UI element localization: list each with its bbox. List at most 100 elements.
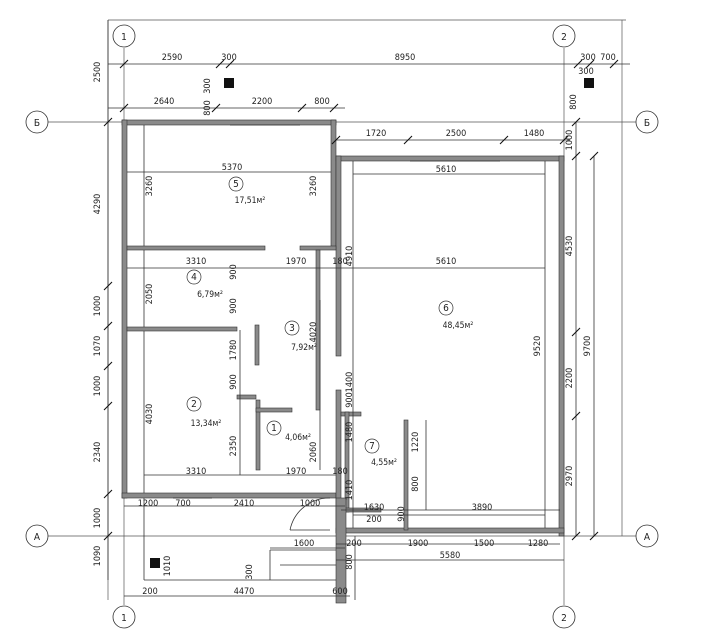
dim-label: 2200 [565,368,575,389]
dim-label: 900 [397,506,407,521]
axis-marker-2-top: 2 [552,24,576,48]
dim-label: 900 [345,392,355,407]
dim-label: 3260 [145,176,155,197]
dim-label: 900 [229,264,239,279]
column-marker [584,78,594,88]
axis-marker-1-bottom: 1 [112,605,136,629]
dim-label: 1070 [93,336,103,357]
dim-label: 1780 [229,340,239,361]
axis-marker-a-right: А [635,524,659,548]
room-5: 5 17,51м² [228,176,266,206]
dim-label: 2970 [565,466,575,487]
dim-label: 4030 [145,404,155,425]
dim-label: 3310 [186,467,207,477]
column-marker [224,78,234,88]
dim-label: 2050 [145,284,155,305]
room-4: 4 6,79м² [186,269,223,300]
window-lines [127,124,546,528]
dim-label: 200 [366,515,381,525]
dim-label: 200 [346,539,361,549]
room-number: 6 [443,303,449,314]
room-2: 2 13,34м² [186,396,222,429]
axis-label: Б [644,118,650,129]
dim-label: 300 [578,67,593,77]
dim-label: 900 [229,298,239,313]
dim-label: 4910 [345,246,355,267]
dim-label: 800 [203,100,213,115]
axis-marker-a-left: А [25,524,49,548]
room-number: 2 [191,399,197,410]
dimension-text: 2590 300 8950 300 700 300 300 800 800 26… [93,53,616,597]
dim-label: 2060 [309,442,319,463]
column-marker [150,558,160,568]
dim-label: 1200 [138,499,159,509]
dim-label: 2500 [446,129,467,139]
axis-marker-b-left: Б [25,110,49,134]
room-1: 1 4,06м² [266,420,311,443]
room-area: 17,51м² [235,196,266,206]
dim-label: 9520 [533,336,543,357]
room-number: 7 [369,441,375,452]
dim-label: 3310 [186,257,207,267]
dim-label: 1090 [93,546,103,567]
dim-label: 700 [600,53,615,63]
dim-label: 1970 [286,257,307,267]
dim-label: 1480 [524,129,545,139]
axis-label: А [644,532,651,543]
dim-label: 2640 [154,97,175,107]
axis-label: 2 [561,32,567,43]
dim-label: 800 [345,554,355,569]
dim-label: 8950 [395,53,416,63]
dim-label: 1720 [366,129,387,139]
room-area: 48,45м² [443,321,474,331]
dim-label: 5370 [222,163,243,173]
room-number: 1 [271,423,277,434]
axis-label: 1 [121,32,127,43]
dim-label: 800 [411,476,421,491]
dim-label: 900 [229,374,239,389]
axis-label: 2 [561,613,567,624]
dim-label: 3890 [472,503,493,513]
dim-label: 1480 [345,422,355,443]
dim-label: 800 [314,97,329,107]
walls [121,119,565,604]
dim-label: 700 [175,499,190,509]
dim-label: 2200 [252,97,273,107]
dim-label: 2340 [93,442,103,463]
dim-label: 9700 [583,336,593,357]
dim-label: 4020 [309,322,319,343]
porch-lines [143,498,356,600]
entrance-door [289,497,331,531]
dim-label: 4290 [93,194,103,215]
room-number: 4 [191,272,197,283]
dim-label: 1220 [411,432,421,453]
dim-label: 1000 [93,508,103,529]
axis-label: 1 [121,613,127,624]
dim-label: 1600 [294,539,315,549]
dim-label: 1000 [565,130,575,151]
axis-label: Б [34,118,40,129]
axis-label: А [34,532,41,543]
axis-marker-b-right: Б [635,110,659,134]
dim-label: 1630 [364,503,385,513]
axis-marker-1-top: 1 [112,24,136,48]
dim-label: 2410 [234,499,255,509]
dim-label: 1000 [300,499,321,509]
dim-label: 600 [332,587,347,597]
dim-label: 1010 [163,556,173,577]
dim-label: 200 [142,587,157,597]
dim-label: 5610 [436,257,457,267]
room-area: 4,55м² [371,458,397,468]
room-area: 4,06м² [285,433,311,443]
dim-label: 180 [332,467,347,477]
dim-label: 300 [203,78,213,93]
dim-label: 5580 [440,551,461,561]
dimension-lines [103,20,630,597]
dim-label: 1410 [345,480,355,501]
dim-label: 2590 [162,53,183,63]
dim-label: 1000 [93,376,103,397]
room-area: 13,34м² [191,419,222,429]
dim-label: 2350 [229,436,239,457]
dim-label: 1400 [345,372,355,393]
